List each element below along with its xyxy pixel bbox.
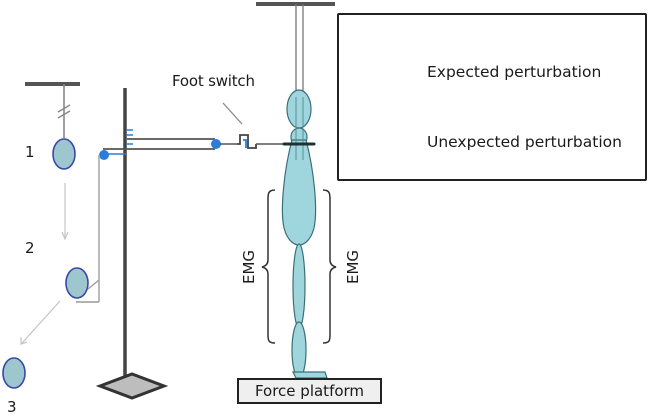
stand-base <box>95 372 169 400</box>
pendulum-ball-1 <box>52 138 76 170</box>
legend-label-expected: Expected perturbation <box>427 63 602 81</box>
foot-switch-icon <box>237 134 257 149</box>
body-thigh <box>292 243 306 329</box>
position-label-3: 3 <box>7 398 17 416</box>
emg-label-left: EMG <box>240 249 259 285</box>
position-label-1: 1 <box>25 143 35 161</box>
body-shank <box>291 321 307 379</box>
release-wire-hook <box>87 279 100 290</box>
emg-brace-right <box>322 189 337 344</box>
legend-box <box>337 13 647 181</box>
emg-label-right: EMG <box>344 249 363 285</box>
legend-label-unexpected: Unexpected perturbation <box>427 133 622 151</box>
pivot-left <box>99 150 109 160</box>
emg-brace-left <box>261 189 276 344</box>
foot-switch-inner <box>243 139 247 148</box>
arrow-head <box>61 231 69 241</box>
arrow-head <box>20 337 28 345</box>
string-break-mark <box>57 110 71 119</box>
body-head <box>286 89 312 129</box>
force-platform: Force platform <box>237 378 382 404</box>
force-platform-label: Force platform <box>254 382 365 400</box>
body-torso <box>281 139 317 246</box>
motion-arrow-2-3 <box>21 300 61 344</box>
pivot-right <box>211 139 221 149</box>
pendulum-ball-3 <box>2 357 26 389</box>
string-break-mark <box>57 104 71 113</box>
position-label-2: 2 <box>25 239 35 257</box>
foot-switch-label: Foot switch <box>172 72 255 90</box>
pendulum-ball-2 <box>65 267 89 299</box>
foot-switch-pointer <box>222 102 243 125</box>
